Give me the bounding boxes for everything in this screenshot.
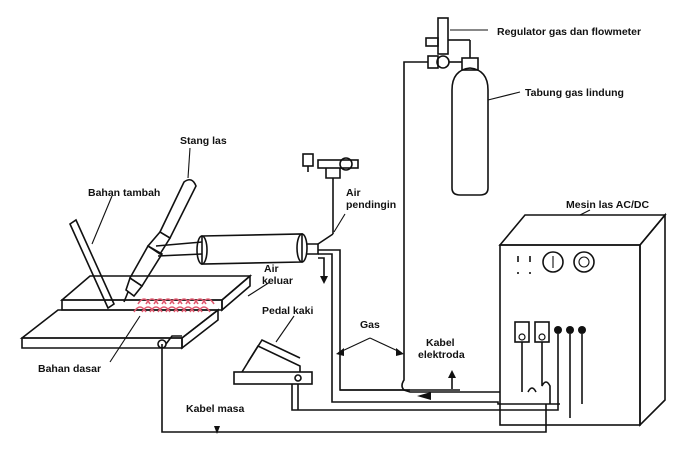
foot-pedal bbox=[233, 338, 313, 385]
welding-machine bbox=[498, 212, 667, 427]
label-air-pendingin-1: Air bbox=[346, 187, 361, 199]
label-stang-las: Stang las bbox=[180, 135, 227, 147]
base-plates bbox=[19, 274, 253, 350]
label-regulator: Regulator gas dan flowmeter bbox=[497, 26, 641, 38]
leader-lines bbox=[91, 29, 591, 363]
label-kabel-masa: Kabel masa bbox=[186, 403, 245, 415]
label-pedal-kaki: Pedal kaki bbox=[262, 305, 313, 317]
label-gas: Gas bbox=[360, 319, 380, 331]
label-tabung: Tabung gas lindung bbox=[525, 87, 624, 99]
label-mesin-las: Mesin las AC/DC bbox=[566, 199, 649, 211]
filler-rod bbox=[68, 218, 116, 310]
connection-lines bbox=[157, 61, 583, 434]
weld-bead bbox=[133, 298, 215, 313]
water-tap bbox=[302, 153, 359, 234]
label-bahan-tambah: Bahan tambah bbox=[88, 187, 160, 199]
label-air-pendingin-2: pendingin bbox=[346, 199, 396, 211]
label-air-keluar-1: Air bbox=[264, 263, 279, 275]
label-bahan-dasar: Bahan dasar bbox=[38, 363, 101, 375]
label-kabel-elektroda-1: Kabel bbox=[426, 337, 455, 349]
regulator-flowmeter bbox=[425, 17, 471, 69]
welding-torch bbox=[123, 178, 203, 303]
hose-cylinder bbox=[196, 233, 319, 265]
label-air-keluar-2: keluar bbox=[262, 275, 293, 287]
gas-cylinder bbox=[451, 57, 489, 196]
label-kabel-elektroda-2: elektroda bbox=[418, 349, 465, 361]
